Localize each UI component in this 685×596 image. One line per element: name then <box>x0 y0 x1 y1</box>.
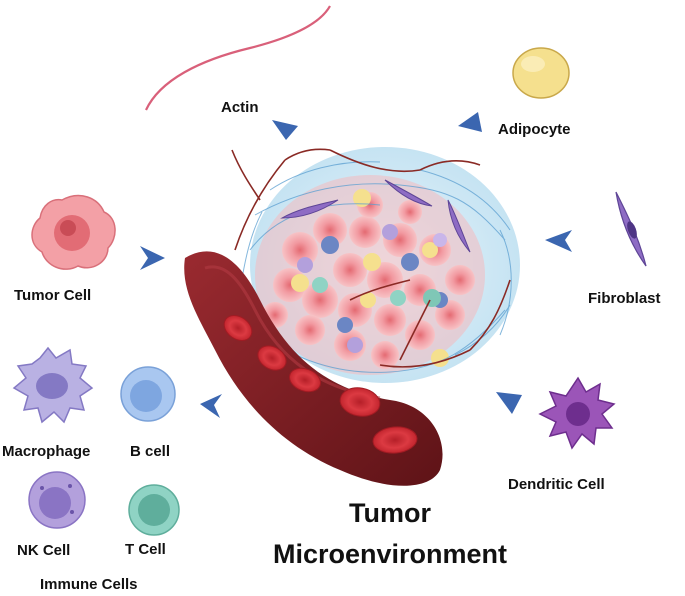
arrow-actin <box>272 120 298 140</box>
tumor-cell-icon <box>31 194 116 270</box>
fibroblasts-in-tumor <box>280 179 471 253</box>
label-fibroblast: Fibroblast <box>588 290 661 307</box>
label-tumor-cell: Tumor Cell <box>14 287 92 304</box>
arrows <box>140 112 572 418</box>
title-line-2: Microenvironment <box>272 539 508 569</box>
capillary-branches <box>231 148 511 368</box>
arrow-dendritic <box>496 392 522 414</box>
immune-cells-cluster <box>291 189 449 367</box>
b-cell-icon <box>120 366 176 422</box>
label-actin: Actin <box>221 99 259 116</box>
actin-filament <box>145 5 331 111</box>
arrow-adipocyte <box>458 112 482 132</box>
tumor-mass <box>231 147 520 383</box>
label-dendritic-cell: Dendritic Cell <box>508 476 605 493</box>
label-b-cell: B cell <box>130 443 171 460</box>
nk-cell-icon <box>28 471 86 529</box>
label-macrophage: Macrophage <box>2 443 91 460</box>
label-nk-cell: NK Cell <box>17 542 71 559</box>
label-t-cell: T Cell <box>125 541 166 558</box>
adipocyte-cell <box>512 47 570 99</box>
red-blood-cells <box>223 315 418 454</box>
macrophage-icon <box>12 346 94 424</box>
dendritic-cell-icon <box>538 376 616 450</box>
label-adipocyte: Adipocyte <box>498 121 571 138</box>
t-cell-icon <box>128 484 180 536</box>
arrow-tumor-cell <box>140 246 165 270</box>
fibroblast-icon <box>615 191 647 267</box>
title-line-1: Tumor <box>349 498 431 528</box>
blood-vessel <box>184 251 443 486</box>
arrow-immune <box>200 394 222 418</box>
label-immune-cells: Immune Cells <box>40 576 138 593</box>
arrow-fibroblast <box>545 230 572 252</box>
